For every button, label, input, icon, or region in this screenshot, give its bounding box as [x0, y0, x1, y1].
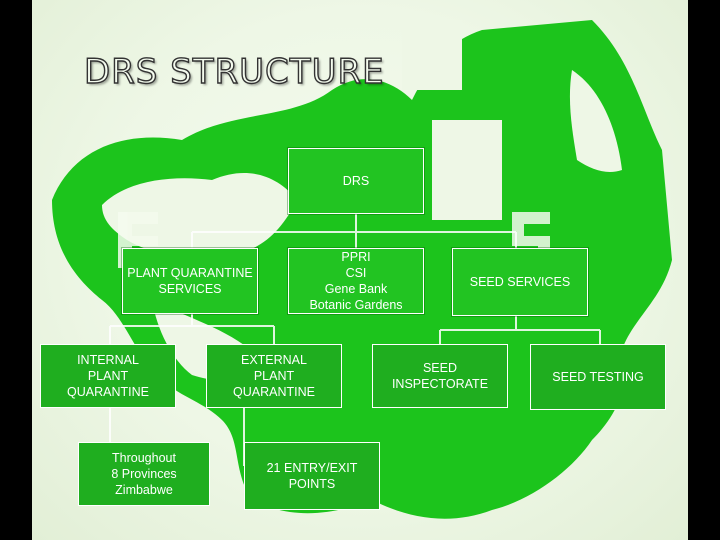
node-seed-services: SEED SERVICES: [452, 248, 588, 316]
slide-title: DRS STRUCTURE: [83, 51, 385, 92]
slide: DRS STRUCTURE DRS PLANT: [32, 0, 688, 540]
node-plant-quarantine-services: PLANT QUARANTINE SERVICES: [122, 248, 258, 314]
node-throughout-provinces: Throughout 8 Provinces Zimbabwe: [78, 442, 210, 506]
node-drs: DRS: [288, 148, 424, 214]
node-internal-plant-quarantine: INTERNAL PLANT QUARANTINE: [40, 344, 176, 408]
node-entry-exit-points: 21 ENTRY/EXIT POINTS: [244, 442, 380, 510]
node-seed-inspectorate: SEED INSPECTORATE: [372, 344, 508, 408]
node-external-plant-quarantine: EXTERNAL PLANT QUARANTINE: [206, 344, 342, 408]
node-seed-testing: SEED TESTING: [530, 344, 666, 410]
node-ppri: PPRI CSI Gene Bank Botanic Gardens: [288, 248, 424, 314]
